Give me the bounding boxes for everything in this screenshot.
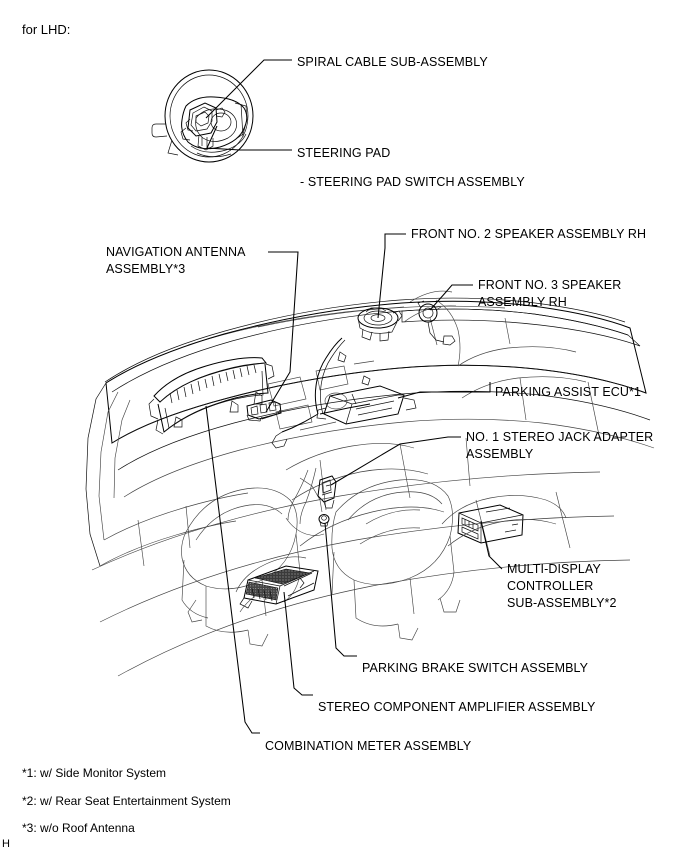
footnote-1: *1: w/ Side Monitor System xyxy=(22,766,167,780)
label-multi-display-controller-line3: SUB-ASSEMBLY*2 xyxy=(507,596,617,610)
stereo-amplifier-part xyxy=(236,557,318,612)
leader-navigation-antenna xyxy=(266,252,298,412)
label-front-no3-speaker-assembly-rh-line1: FRONT NO. 3 SPEAKER xyxy=(478,278,622,292)
spiral-cable-part xyxy=(181,103,225,150)
page-heading: for LHD: xyxy=(22,22,71,37)
label-no1-stereo-jack-adapter-assembly-line1: NO. 1 STEREO JACK ADAPTER xyxy=(466,430,654,444)
label-multi-display-controller-line1: MULTI-DISPLAY xyxy=(507,562,601,576)
wire-harness xyxy=(272,338,370,448)
leader-stereo-jack-adapter xyxy=(331,437,461,485)
leader-combination-meter xyxy=(206,406,260,733)
seats xyxy=(182,480,461,646)
label-parking-brake-switch-assembly: PARKING BRAKE SWITCH ASSEMBLY xyxy=(362,661,589,675)
parking-assist-ecu-part xyxy=(317,386,416,424)
label-front-no3-speaker-assembly-rh-line2: ASSEMBLY RH xyxy=(478,295,567,309)
label-steering-pad: STEERING PAD xyxy=(297,146,391,160)
footnote-3: *3: w/o Roof Antenna xyxy=(22,821,135,835)
navigation-antenna-part xyxy=(247,400,281,421)
label-stereo-component-amplifier-assembly: STEREO COMPONENT AMPLIFIER ASSEMBLY xyxy=(318,700,596,714)
front-no3-speaker-part xyxy=(404,291,460,366)
front-no2-speaker-part xyxy=(358,308,402,341)
label-navigation-antenna-assembly-line2: ASSEMBLY*3 xyxy=(106,262,186,276)
leader-front-no3-speaker xyxy=(430,285,473,310)
stereo-jack-adapter-part xyxy=(318,476,336,508)
label-front-no2-speaker-assembly-rh: FRONT NO. 2 SPEAKER ASSEMBLY RH xyxy=(411,227,647,241)
multi-display-controller-part xyxy=(442,495,566,546)
label-steering-pad-switch-assembly: - STEERING PAD SWITCH ASSEMBLY xyxy=(300,175,525,189)
footnote-2: *2: w/ Rear Seat Entertainment System xyxy=(22,794,231,808)
dashboard-group xyxy=(86,291,654,676)
page-corner-mark: H xyxy=(2,838,10,850)
label-spiral-cable-sub-assembly: SPIRAL CABLE SUB-ASSEMBLY xyxy=(297,55,488,69)
leader-front-no2-speaker xyxy=(378,234,406,318)
combination-meter-part xyxy=(149,358,274,434)
leader-parking-brake-switch xyxy=(325,523,357,656)
label-no1-stereo-jack-adapter-assembly-line2: ASSEMBLY xyxy=(466,447,534,461)
leader-stereo-amplifier xyxy=(284,592,313,695)
shift-lever xyxy=(286,468,324,536)
leader-multi-display-controller xyxy=(481,521,502,569)
label-navigation-antenna-assembly-line1: NAVIGATION ANTENNA xyxy=(106,245,246,259)
steering-wheel-group xyxy=(152,70,253,162)
label-combination-meter-assembly: COMBINATION METER ASSEMBLY xyxy=(265,739,472,753)
parking-brake-switch-part xyxy=(319,515,329,527)
label-multi-display-controller-line2: CONTROLLER xyxy=(507,579,594,593)
leader-parking-assist-ecu xyxy=(398,382,490,398)
label-parking-assist-ecu: PARKING ASSIST ECU*1 xyxy=(495,385,642,399)
leader-steering-pad xyxy=(207,126,292,150)
leader-spiral-cable xyxy=(206,60,292,118)
